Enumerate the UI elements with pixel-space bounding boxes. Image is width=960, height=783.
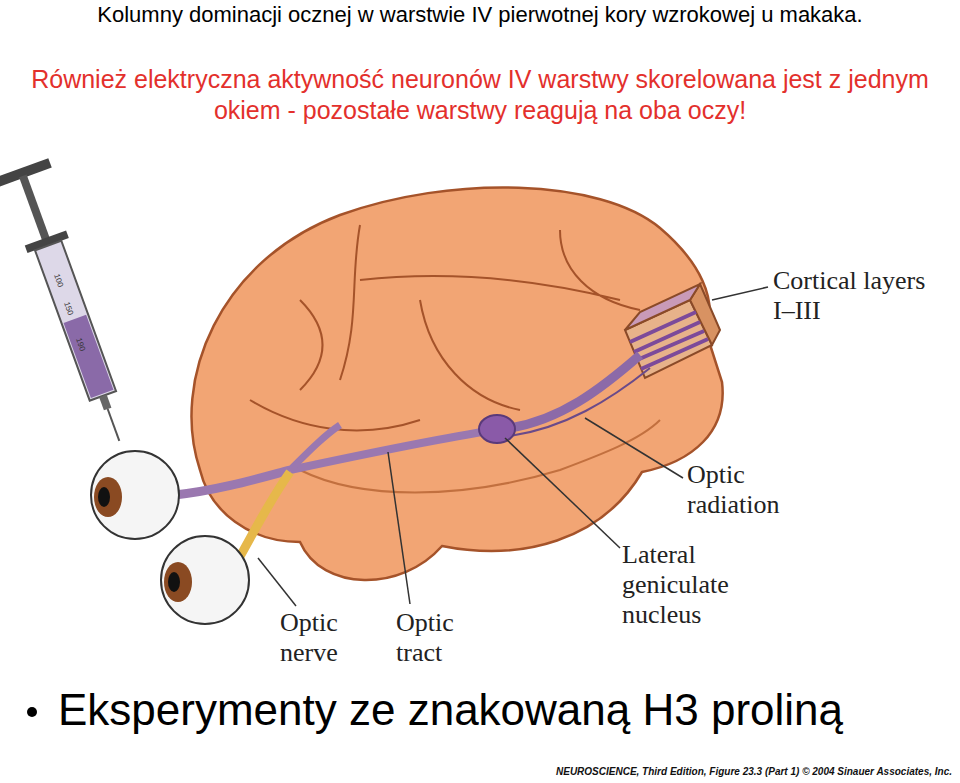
optic-tract-other [290,425,340,470]
credit-line: NEUROSCIENCE, Third Edition, Figure 23.3… [556,766,952,777]
bullet-dot [27,707,37,717]
optic-nerve-yellow [238,472,290,560]
bullet-text: Eksperymenty ze znakowaną H3 proliną [58,684,843,736]
structure-label: Optic tract [396,608,496,668]
structure-label: Lateral geniculate nucleus [622,540,782,630]
structure-label: Optic radiation [687,460,817,520]
lgn [479,415,515,443]
slide-title: Kolumny dominacji ocznej w warstwie IV p… [10,0,950,30]
cortex-block [625,284,720,378]
note-text: Również elektryczna aktywność neuronów I… [5,64,955,126]
eye [91,451,249,624]
structure-label: Cortical layers I–III [773,266,953,326]
gyrus-line [250,225,640,430]
syringe [0,158,147,451]
brain-outline [191,187,722,580]
structure-label: Optic nerve [280,608,380,668]
